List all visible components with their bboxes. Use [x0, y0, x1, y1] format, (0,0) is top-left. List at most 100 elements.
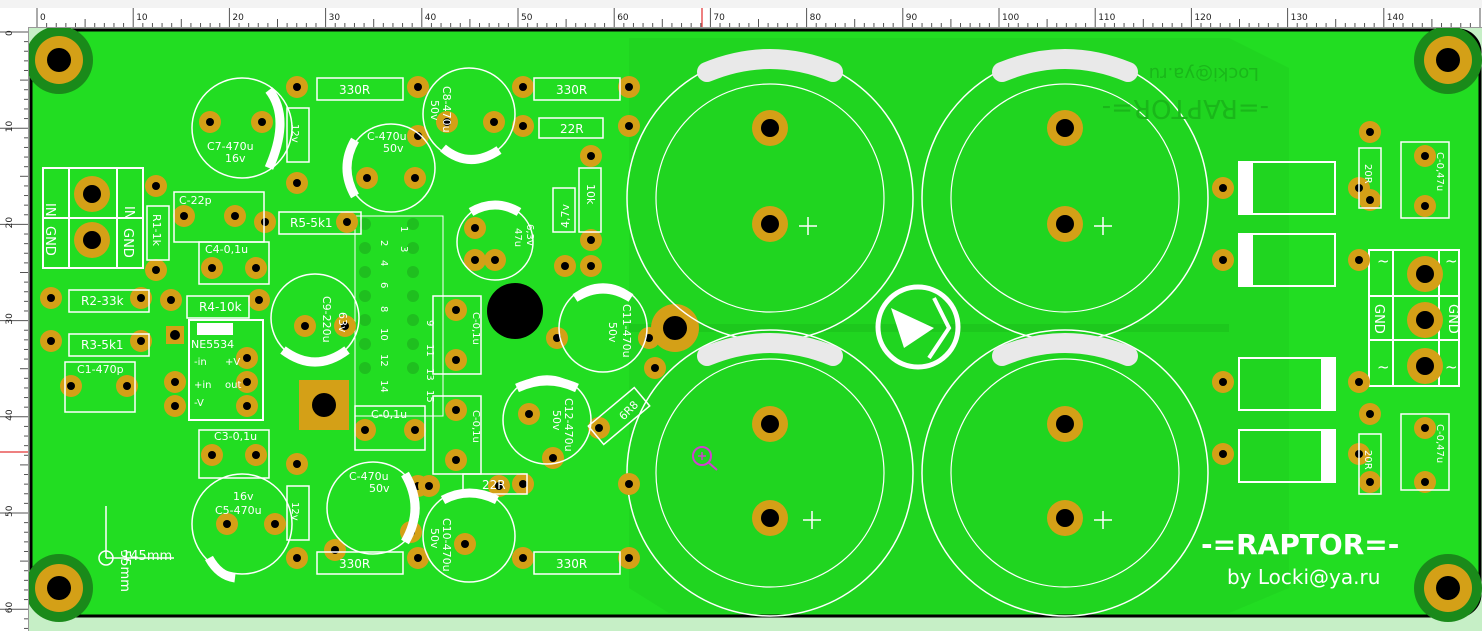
- dimension-width-label: 145mm: [122, 549, 172, 564]
- label-c01-a: C-0,1u: [371, 408, 407, 421]
- output-gnd-label-left: GND: [1371, 304, 1386, 334]
- raptor-logo-icon: [875, 284, 961, 370]
- output-ac2-label: ~: [1445, 358, 1458, 376]
- pcb-pad-drill: [519, 122, 527, 130]
- ruler-top-label: 100: [1002, 13, 1019, 23]
- label-r5: R5-5k1: [290, 216, 333, 230]
- pcb-pad-drill: [561, 262, 569, 270]
- resistor-outline: [587, 386, 651, 446]
- pcb-pad-drill: [293, 179, 301, 187]
- pcb-pad-drill: [443, 118, 451, 126]
- large-drill-hole: [487, 283, 543, 339]
- pcb-pad-drill: [261, 218, 269, 226]
- ruler-left-label: 50: [5, 505, 15, 517]
- resistor-outline: [1358, 147, 1382, 209]
- pcb-pad-drill: [414, 83, 422, 91]
- header-pin: [407, 242, 419, 254]
- pcb-pad-drill: [363, 174, 371, 182]
- label-ic-pin-out: out: [225, 380, 241, 391]
- pcb-pad-drill: [47, 337, 55, 345]
- connector-gnd-label-left: GND: [42, 226, 57, 256]
- label-c1: C1-470p: [77, 363, 124, 376]
- resistor-outline: [278, 211, 362, 235]
- pcb-pad-drill: [452, 456, 460, 464]
- resistor-outline: [68, 289, 150, 313]
- label-c12-name: C12-470u: [562, 398, 575, 452]
- label-c7-volt: 16v: [225, 152, 246, 165]
- label-c5-name: C5-470u: [215, 504, 262, 517]
- pcb-canvas[interactable]: 55mm 145mm -=RAPTOR=- by Locki@ya.ru -=R…: [29, 28, 1482, 631]
- pcb-pad-drill: [252, 264, 260, 272]
- pcb-pad-drill: [243, 402, 251, 410]
- label-r20-top: 20R: [1362, 164, 1373, 184]
- label-c3: C3-0,1u: [214, 430, 257, 443]
- header-pin: [407, 218, 419, 230]
- label-c10-volt: 50v: [428, 528, 441, 549]
- label-c-mid-bottom-volt: 50v: [369, 482, 390, 495]
- brand-author-mirrored: Locki@ya.ru: [1149, 63, 1259, 84]
- ruler-top-label: 10: [136, 13, 148, 23]
- label-c01-c: C-0,1u: [470, 410, 481, 443]
- diode-top-1: [1238, 161, 1336, 215]
- diode-bottom-1: [1238, 357, 1336, 411]
- pcb-pad-drill: [206, 118, 214, 126]
- label-header-pin-12: 12: [378, 354, 389, 367]
- screw-terminal-drill: [83, 231, 101, 249]
- label-zener-12-bottom: 12v: [289, 502, 300, 521]
- label-c11-volt: 50v: [606, 322, 619, 343]
- pcb-pad-drill: [490, 118, 498, 126]
- label-c9-name: C9-220u: [320, 296, 333, 343]
- dimension-height-label: 55mm: [117, 550, 132, 592]
- header-pin: [359, 362, 371, 374]
- ruler-left-label: 40: [5, 409, 15, 421]
- ruler-top-label: 40: [425, 13, 437, 23]
- mounting-hole-bottom-right: [1414, 554, 1482, 622]
- label-header-pin-4: 4: [378, 260, 389, 266]
- brand-title: -=RAPTOR=-: [1201, 528, 1399, 561]
- label-c047-top: C-0,47u: [1434, 152, 1445, 191]
- ruler-left-label: 20: [5, 217, 15, 229]
- square-pad: [299, 380, 349, 430]
- label-header-pin-1: 1: [398, 226, 409, 232]
- pcb-pad-drill: [1219, 256, 1227, 264]
- resistor-outline: [578, 167, 602, 233]
- pcb-pad-drill: [461, 540, 469, 548]
- pcb-pad-drill: [293, 460, 301, 468]
- label-ic-pin-plus-in: +in: [194, 380, 212, 391]
- label-ic-name: NE5534: [191, 338, 234, 351]
- label-zener-12-top: 12v: [289, 124, 300, 143]
- screw-terminal-drill: [1416, 265, 1434, 283]
- pcb-pad-drill: [47, 294, 55, 302]
- zoom-cursor-icon: [692, 446, 718, 471]
- label-r3: R3-5k1: [81, 338, 124, 352]
- header-pin: [407, 362, 419, 374]
- label-r-330-top-right: 330R: [556, 83, 587, 97]
- label-c4: C4-0,1u: [205, 243, 248, 256]
- pcb-pad-drill: [271, 520, 279, 528]
- pcb-pad-drill: [255, 296, 263, 304]
- pcb-pad-drill: [519, 83, 527, 91]
- label-header-pin-9: 9: [424, 320, 435, 326]
- filter-capacitor-bottom-left: [626, 329, 914, 617]
- connector-in-label-right: IN: [121, 206, 136, 220]
- pcb-pad-drill: [519, 554, 527, 562]
- resistor-outline: [1358, 433, 1382, 495]
- label-r-330-bottom-right: 330R: [556, 557, 587, 571]
- header-pin: [359, 314, 371, 326]
- label-c12-volt: 50v: [550, 410, 563, 431]
- output-connector-outline: [1368, 249, 1460, 387]
- pcb-pad-drill: [293, 554, 301, 562]
- pcb-pad-drill: [1219, 450, 1227, 458]
- pcb-pad-drill: [137, 337, 145, 345]
- pcb-pad-drill: [452, 406, 460, 414]
- pcb-pad-drill: [491, 256, 499, 264]
- label-c9-volt: 63v: [336, 312, 349, 333]
- label-ic-pin-minus-v: -V: [194, 398, 204, 409]
- ruler-top-label: 0: [40, 13, 46, 23]
- pcb-pad-drill: [258, 118, 266, 126]
- output-ac2-label-left: ~: [1377, 358, 1390, 376]
